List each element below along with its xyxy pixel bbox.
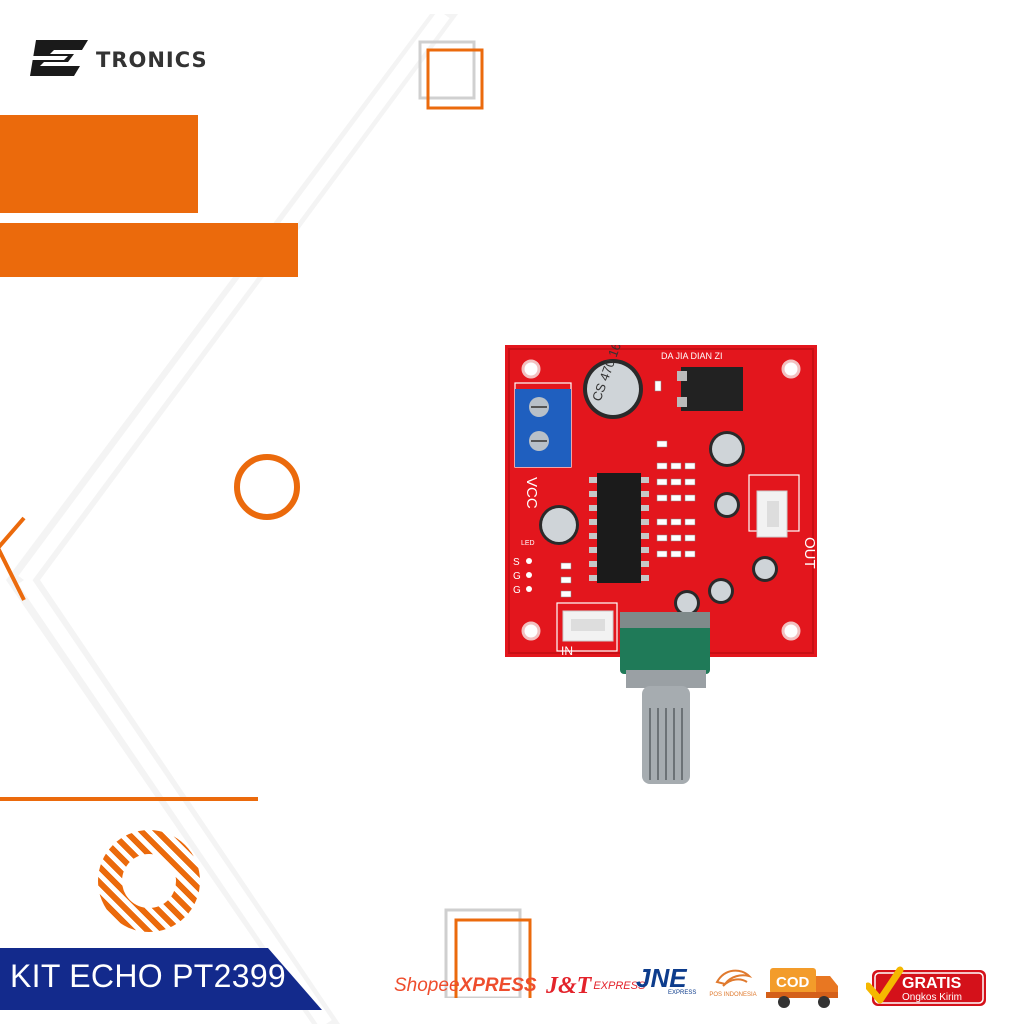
jne-express-logo: JNE EXPRESS <box>636 963 697 996</box>
svg-text:S: S <box>513 557 520 568</box>
badge-title: GRATIS <box>902 975 962 992</box>
pos-indonesia-logo: POS INDONESIA <box>705 966 761 1006</box>
svg-text:VCC: VCC <box>523 477 540 509</box>
hatched-ring <box>98 830 200 932</box>
svg-text:OUT: OUT <box>801 537 817 569</box>
potentiometer <box>620 612 710 784</box>
orange-line <box>0 797 258 801</box>
orange-ring <box>234 454 300 520</box>
orange-block <box>0 115 198 213</box>
square-outline-bottom <box>444 908 532 998</box>
title-banner <box>0 948 322 1010</box>
square-outline-top <box>418 40 484 110</box>
checkmark-icon <box>866 966 904 1004</box>
svg-text:LED: LED <box>521 540 535 547</box>
orange-bar <box>0 223 298 277</box>
connector-out <box>756 490 788 538</box>
svg-text:G: G <box>513 585 521 596</box>
free-shipping-badge: GRATIS Ongkos Kirim <box>866 966 986 1006</box>
pcb-board: CS 470 16V DA JIA DIAN ZI SGG <box>505 345 817 657</box>
badge-subtitle: Ongkos Kirim <box>902 992 962 1003</box>
brand-name: TRONICS <box>96 48 208 72</box>
product-title: KIT ECHO PT2399 <box>10 958 287 994</box>
pos-bird-icon <box>715 969 753 987</box>
z-logo-icon <box>30 40 88 76</box>
svg-text:G: G <box>513 571 521 582</box>
cod-label: COD <box>776 974 810 991</box>
cod-truck-icon: COD <box>766 968 838 1008</box>
connector-in <box>562 610 614 642</box>
svg-text:DA JIA DIAN ZI: DA JIA DIAN ZI <box>661 351 723 361</box>
svg-text:IN: IN <box>561 644 573 657</box>
terminal-block <box>515 389 571 467</box>
